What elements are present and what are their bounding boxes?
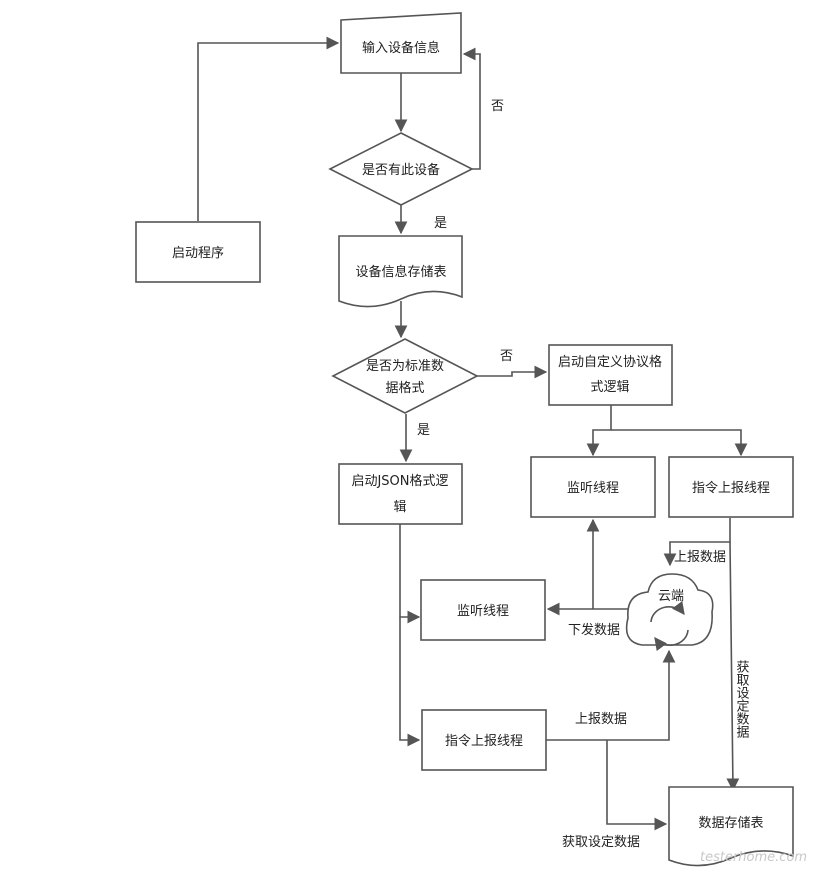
label-custom-logic-line2: 式逻辑 bbox=[590, 380, 629, 395]
label-data-storage-table: 数据存储表 bbox=[698, 816, 763, 831]
sync-icon bbox=[650, 600, 685, 623]
sync-icon-lower bbox=[654, 629, 689, 652]
label-device-info-table: 设备信息存储表 bbox=[355, 264, 446, 280]
label-cloud: 云端 bbox=[658, 589, 684, 604]
edge-decision-no-loop bbox=[462, 47, 481, 170]
node-report-thread-right[interactable] bbox=[668, 456, 794, 518]
label-has-device: 是否有此设备 bbox=[362, 162, 440, 178]
edges bbox=[197, 36, 748, 831]
node-input-device-info[interactable] bbox=[340, 12, 462, 74]
edge-json-to-report-left bbox=[399, 617, 421, 747]
edge-report-get-settings bbox=[726, 541, 740, 792]
label-is-standard-line2: 据格式 bbox=[385, 380, 424, 396]
label-json-logic-line1: 启动JSON格式逻 bbox=[351, 473, 448, 489]
nodes bbox=[135, 12, 794, 867]
edge-report-upload-to-cloud bbox=[663, 518, 731, 567]
label-report-thread-left: 指令上报线程 bbox=[445, 734, 523, 749]
edge-custom-split bbox=[586, 405, 612, 457]
node-has-device-decision[interactable] bbox=[328, 132, 474, 206]
label-input-device-info: 输入设备信息 bbox=[362, 40, 440, 56]
edge-label-yes-2: 是 bbox=[417, 423, 430, 438]
node-data-storage-table[interactable] bbox=[668, 786, 794, 867]
label-custom-logic-line1: 启动自定义协议格 bbox=[558, 354, 662, 370]
edge-start-to-input bbox=[197, 36, 340, 221]
edge-report-left-to-data-table bbox=[606, 740, 668, 831]
edge-label-send-data: 下发数据 bbox=[568, 622, 620, 638]
node-cloud[interactable] bbox=[625, 573, 714, 646]
edge-label-upload-right: 上报数据 bbox=[674, 550, 726, 565]
label-is-standard-line1: 是否为标准数 bbox=[366, 359, 444, 374]
node-start-program[interactable] bbox=[135, 221, 261, 283]
edge-label-upload-left: 上报数据 bbox=[575, 712, 627, 727]
node-listen-thread-right[interactable] bbox=[530, 456, 656, 518]
edge-standard-no-to-custom bbox=[477, 365, 548, 379]
node-report-thread-left[interactable] bbox=[421, 709, 547, 771]
watermark: testerhome.com bbox=[700, 850, 807, 865]
edge-label-get-settings-right: 获取设定数据 bbox=[734, 660, 750, 738]
edge-custom-to-report bbox=[611, 429, 748, 457]
node-listen-thread-left[interactable] bbox=[420, 579, 546, 641]
edge-label-get-settings-left: 获取设定数据 bbox=[562, 835, 640, 850]
label-report-thread-right: 指令上报线程 bbox=[692, 481, 770, 496]
node-custom-protocol-logic[interactable] bbox=[548, 344, 673, 406]
edge-label-yes-1: 是 bbox=[434, 216, 447, 231]
label-listen-thread-left: 监听线程 bbox=[457, 604, 509, 619]
edge-json-to-listen-left bbox=[399, 524, 421, 624]
edge-label-no-2: 否 bbox=[500, 349, 513, 364]
label-start-program: 启动程序 bbox=[172, 246, 224, 261]
label-json-logic-line2: 辑 bbox=[393, 500, 406, 515]
edge-report-left-upload-to-cloud bbox=[546, 649, 676, 741]
node-device-info-table[interactable] bbox=[338, 235, 463, 308]
node-labels: 输入设备信息 是否有此设备 启动程序 设备信息存储表 是否为标准数 据格式 启动… bbox=[172, 40, 770, 831]
node-is-standard-decision[interactable] bbox=[331, 338, 479, 414]
edge-labels: 否 是 否 是 上报数据 获取设定数据 下发数据 上报数据 获取设定数据 bbox=[417, 99, 749, 850]
edge-label-no-1: 否 bbox=[491, 99, 504, 114]
node-json-logic[interactable] bbox=[338, 463, 463, 525]
label-listen-thread-right: 监听线程 bbox=[567, 481, 619, 496]
